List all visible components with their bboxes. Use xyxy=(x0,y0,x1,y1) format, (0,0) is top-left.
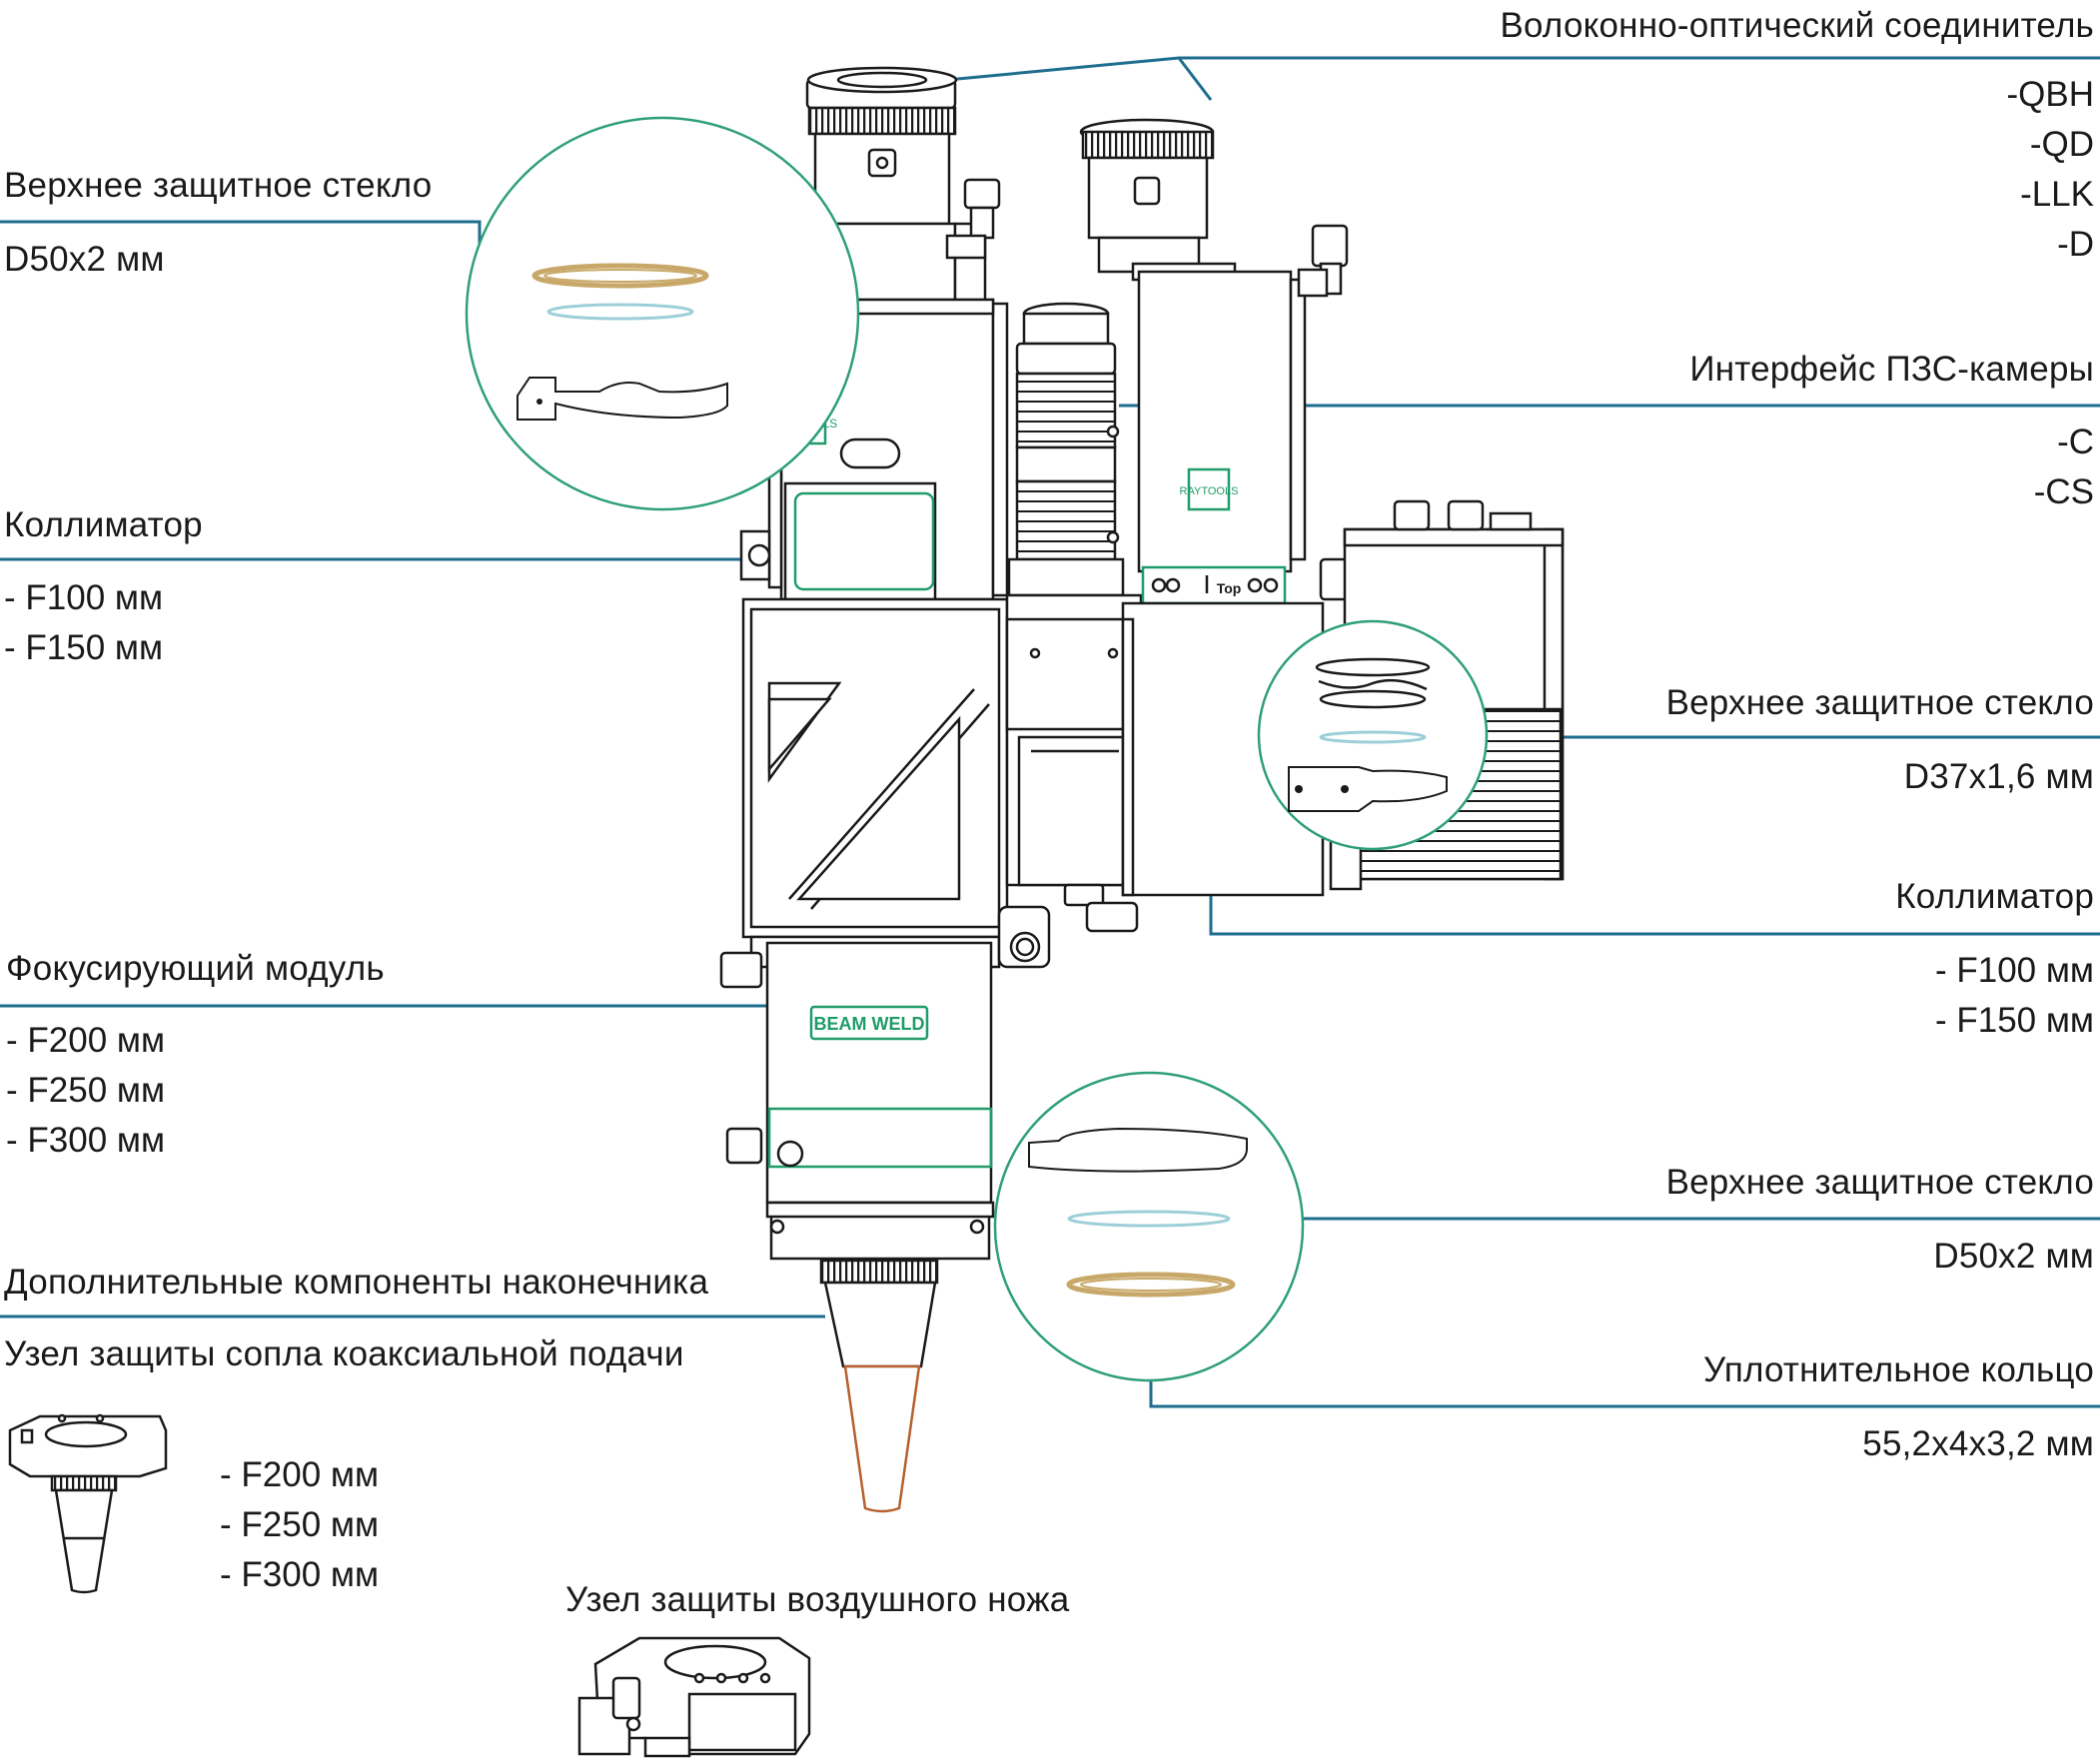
second-collimator-housing xyxy=(1137,270,1293,573)
nozzle-component-option: - F250 мм xyxy=(220,1505,380,1544)
top-mark: Top xyxy=(1217,580,1242,596)
collimator-left-options: - F100 мм - F150 мм xyxy=(4,573,163,673)
nozzle-component-option: - F200 мм xyxy=(220,1455,380,1494)
main-laser-head: RAYTOOLS BEAM WELD xyxy=(719,66,1051,1513)
nozzle-ring xyxy=(819,1259,939,1285)
upper-glass-left-title: Верхнее защитное стекло xyxy=(4,166,433,205)
nozzle-component-option: - F300 мм xyxy=(220,1555,380,1594)
logo-plate-right: RAYTOOLS xyxy=(1180,485,1239,497)
leader-fiber-connector xyxy=(946,56,2100,82)
callout-upper-glass-right-small xyxy=(1257,619,1489,851)
collimator-left-option: - F150 мм xyxy=(4,628,164,667)
leader-lines xyxy=(0,56,2100,1408)
nozzle-components-subtitle: Узел защиты сопла коаксиальной подачи xyxy=(4,1334,684,1373)
upper-glass-left-spec: D50x2 мм xyxy=(4,240,165,279)
ccd-interface-title: Интерфейс ПЗС-камеры xyxy=(1689,350,2094,389)
focusing-module-option: - F200 мм xyxy=(6,1021,166,1060)
seal-ring-spec: 55,2x4x3,2 мм xyxy=(1862,1424,2094,1463)
coaxial-nozzle-assembly xyxy=(8,1413,168,1594)
collimator-window xyxy=(793,491,935,591)
ccd-interface-option: -C xyxy=(2057,423,2094,461)
beam-weld-plate: BEAM WELD xyxy=(814,1014,925,1034)
collimator-right-option: - F100 мм xyxy=(1934,951,2094,990)
upper-glass-right-small-spec: D37x1,6 мм xyxy=(1903,757,2094,796)
fiber-connector-option: -LLK xyxy=(2020,175,2094,214)
seal-ring-title: Уплотнительное кольцо xyxy=(1703,1350,2094,1389)
collimator-left-option: - F100 мм xyxy=(4,578,164,617)
upper-glass-right-large-title: Верхнее защитное стекло xyxy=(1665,1163,2094,1202)
focusing-module-title: Фокусирующий модуль xyxy=(6,949,385,988)
focusing-module-option: - F300 мм xyxy=(6,1121,166,1160)
air-knife-title: Узел защиты воздушного ножа xyxy=(565,1580,1070,1619)
upper-glass-right-small-title: Верхнее защитное стекло xyxy=(1665,683,2094,722)
ccd-interface-options: -C -CS xyxy=(2034,418,2094,517)
fiber-connector-option: -D xyxy=(2057,225,2094,264)
nozzle-components-title: Дополнительные компоненты наконечника xyxy=(4,1263,709,1302)
ccd-interface-option: -CS xyxy=(2033,472,2094,511)
nozzle-cone xyxy=(823,1281,937,1368)
fiber-connector-option: -QD xyxy=(2029,125,2094,164)
air-knife-assembly xyxy=(577,1636,811,1758)
focusing-module-options: - F200 мм - F250 мм - F300 мм xyxy=(6,1016,165,1166)
focusing-module-housing xyxy=(765,941,993,1205)
upper-glass-right-large-spec: D50x2 мм xyxy=(1933,1237,2094,1276)
collimator-right-option: - F150 мм xyxy=(1934,1001,2094,1040)
fiber-connector-title: Волоконно-оптический соединитель xyxy=(1500,6,2094,45)
callout-lower-right xyxy=(993,1071,1305,1382)
focusing-module-option: - F250 мм xyxy=(6,1071,166,1110)
nozzle-components-options: - F200 мм - F250 мм - F300 мм xyxy=(220,1450,379,1600)
leader-fiber-connector-branch xyxy=(1177,57,1213,101)
nozzle-tip xyxy=(843,1364,921,1513)
fiber-connector-options: -QBH -QD -LLK -D xyxy=(2007,70,2095,270)
collimator-right-options: - F100 мм - F150 мм xyxy=(1935,946,2094,1046)
callout-upper-glass-left xyxy=(465,116,860,511)
fiber-connector-option: -QBH xyxy=(2006,75,2095,114)
collimator-left-title: Коллиматор xyxy=(4,505,203,544)
collimator-right-title: Коллиматор xyxy=(1895,877,2094,916)
